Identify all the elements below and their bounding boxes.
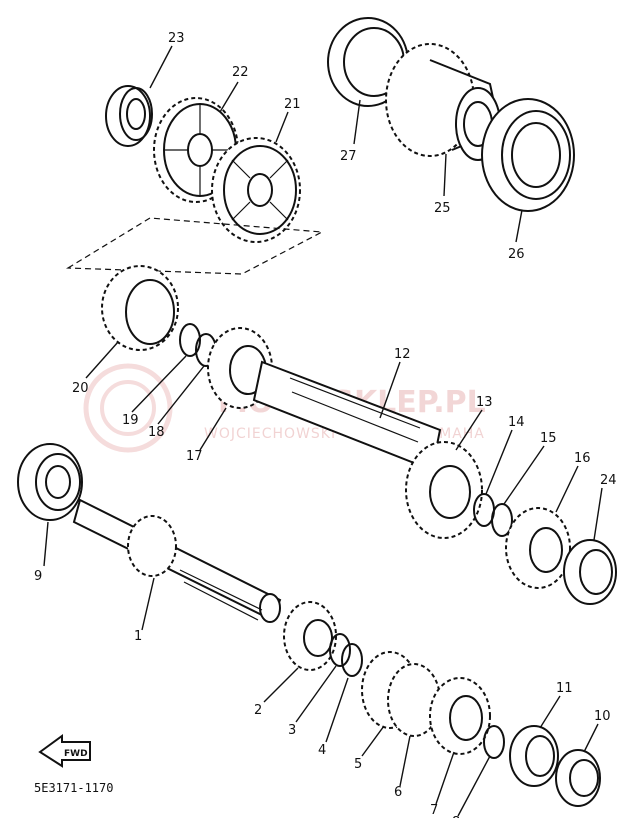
fwd-label: FWD <box>64 749 88 759</box>
gear-13 <box>405 441 483 539</box>
bearing-9 <box>17 443 83 521</box>
part-label-11: 11 <box>556 681 573 696</box>
part-label-16: 16 <box>574 451 591 466</box>
gear-16 <box>505 507 571 589</box>
part-label-9: 9 <box>34 569 42 584</box>
part-labels: 23 22 21 27 25 26 20 19 18 17 12 13 14 1… <box>34 31 617 818</box>
bearing-26 <box>481 98 575 212</box>
part-label-18: 18 <box>148 425 165 440</box>
part-label-15: 15 <box>540 431 557 446</box>
fwd-arrow-icon: FWD <box>38 734 91 768</box>
leader-lines <box>43 45 603 817</box>
part-label-25: 25 <box>434 201 451 216</box>
part-label-26: 26 <box>508 247 525 262</box>
part-label-19: 19 <box>122 413 139 428</box>
diagram-code: 5E3171-1170 <box>34 781 113 795</box>
part-label-7: 7 <box>430 803 438 818</box>
circlip-8 <box>483 725 505 759</box>
part-label-21: 21 <box>284 97 301 112</box>
circlip-15 <box>491 503 513 537</box>
gear-20 <box>101 265 179 351</box>
part-label-3: 3 <box>288 723 296 738</box>
washer-19 <box>179 323 201 357</box>
gear-2 <box>283 601 337 671</box>
part-label-24: 24 <box>600 473 617 488</box>
part-label-10: 10 <box>594 709 611 724</box>
part-label-6: 6 <box>394 785 402 800</box>
part-label-20: 20 <box>72 381 89 396</box>
part-label-27: 27 <box>340 149 357 164</box>
part-label-4: 4 <box>318 743 326 758</box>
bearing-24 <box>563 539 617 605</box>
bearing-11 <box>509 725 559 787</box>
part-label-23: 23 <box>168 31 185 46</box>
drive-axle-1 <box>72 498 282 623</box>
part-label-2: 2 <box>254 703 262 718</box>
part-label-8: 8 <box>452 815 460 818</box>
part-label-17: 17 <box>186 449 203 464</box>
part-label-1: 1 <box>134 629 142 644</box>
gear-7 <box>429 677 491 755</box>
part-label-12: 12 <box>394 347 411 362</box>
part-label-5: 5 <box>354 757 362 772</box>
part-label-22: 22 <box>232 65 249 80</box>
gear-25 <box>385 43 502 161</box>
part-label-14: 14 <box>508 415 525 430</box>
washer-3 <box>329 633 351 667</box>
bearing-23 <box>105 85 153 147</box>
dashed-group-box <box>65 217 325 275</box>
part-label-13: 13 <box>476 395 493 410</box>
circlip-4 <box>341 643 363 677</box>
gear-21 <box>211 137 301 243</box>
oil-seal-10 <box>555 749 601 807</box>
